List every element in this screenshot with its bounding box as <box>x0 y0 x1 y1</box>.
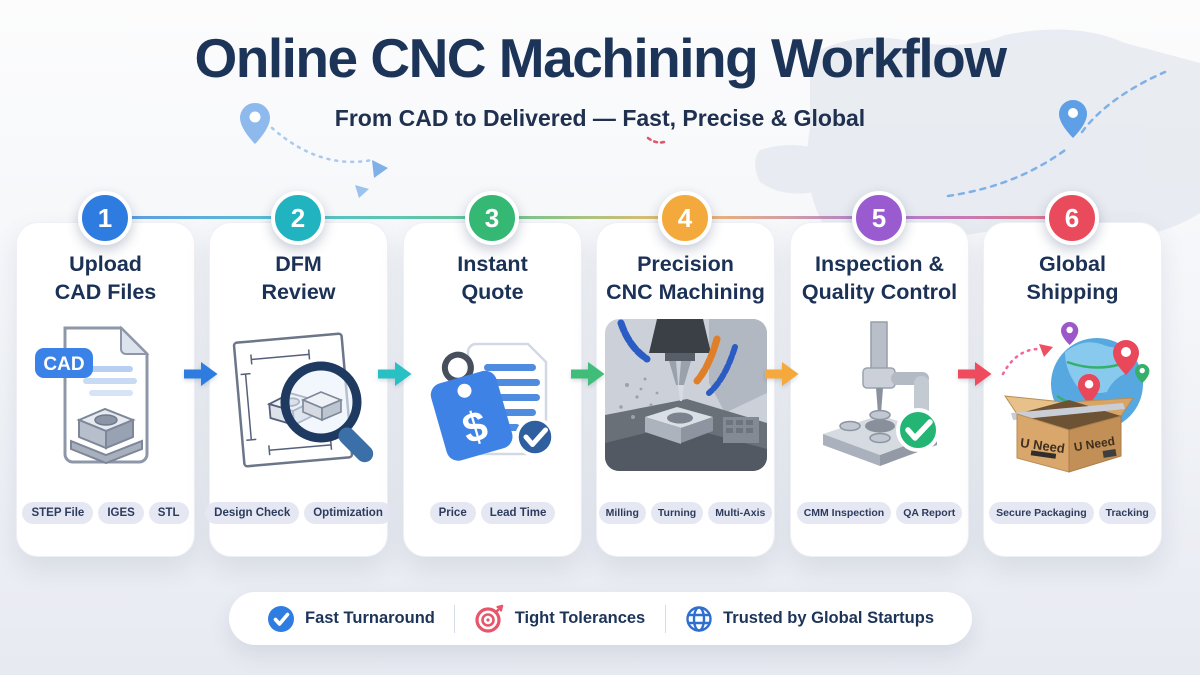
instant-quote-illustration: $ <box>430 342 555 461</box>
flow-arrow-icon <box>958 362 992 386</box>
page-subtitle: From CAD to Delivered — Fast, Precise & … <box>334 105 866 131</box>
box-label-right: U Need <box>1072 434 1115 454</box>
cad-badge: CAD <box>43 354 84 375</box>
cnc-machining-illustration <box>604 319 767 472</box>
flow-arrow-icon <box>378 362 412 386</box>
tag-pill: IGES <box>98 502 144 524</box>
flow-arrow-icon <box>184 362 218 386</box>
timeline-connector <box>104 216 1074 219</box>
workpiece <box>644 407 713 445</box>
globe-icon <box>686 605 712 632</box>
step-card-inspection-qc: Inspection &Quality Control CMM Inspect <box>790 222 969 557</box>
page-title: Online CNC Machining Workflow <box>194 27 1007 89</box>
tag-pill: Lead Time <box>480 502 556 524</box>
tag-pill: Secure Packaging <box>989 502 1094 524</box>
step-number-badge-3: 3 <box>465 191 519 245</box>
feature-trusted-global: Trusted by Global Startups <box>685 605 934 633</box>
tag-pill: STL <box>148 502 189 524</box>
tag-pill: CMM Inspection <box>796 502 892 524</box>
dfm-review-illustration <box>232 332 374 468</box>
step-title: Inspection &Quality Control <box>801 252 958 304</box>
tag-pill: Turning <box>650 502 704 524</box>
check-circle-icon <box>268 605 294 632</box>
divider <box>664 604 666 633</box>
cad-file-illustration: CAD <box>34 325 149 465</box>
location-pin-red-1 <box>1112 340 1139 376</box>
feature-fast-turnaround: Fast Turnaround <box>267 605 435 633</box>
tag-pill: Price <box>429 502 476 524</box>
tag-pill: STEP File <box>22 502 94 524</box>
feature-tight-tolerances: Tight Tolerances <box>475 604 645 634</box>
inspection-illustration <box>822 321 940 467</box>
step-number-badge-5: 5 <box>852 191 906 245</box>
price-tag: $ <box>430 351 513 461</box>
tag-pill: Tracking <box>1098 502 1156 524</box>
machined-part <box>69 407 143 465</box>
box-label-left: U Need <box>1019 435 1065 456</box>
location-pin-red-2 <box>1077 374 1100 404</box>
flow-arrow-icon <box>571 362 605 386</box>
target-icon <box>475 604 504 633</box>
tag-pill: Design Check <box>205 502 300 524</box>
feature-bar: Fast Turnaround Tight Tolerances Trusted… <box>229 592 972 645</box>
magnified-part <box>300 390 344 421</box>
step-number-badge-6: 6 <box>1045 191 1099 245</box>
step-number-badge-2: 2 <box>271 191 325 245</box>
divider <box>454 604 456 633</box>
location-pin-purple <box>1060 322 1078 346</box>
tag-pill: Multi-Axis <box>708 502 773 524</box>
shipping-illustration: U Need U Need <box>1001 322 1149 473</box>
location-pin-green <box>1134 364 1149 384</box>
tag-pill: Milling <box>598 502 646 524</box>
step-number-badge-4: 4 <box>658 191 712 245</box>
shipping-box: U Need U Need <box>1003 395 1134 473</box>
tag-pill: Optimization <box>304 502 392 524</box>
flow-arrow-icon <box>765 362 799 386</box>
tag-pill: QA Report <box>896 502 963 524</box>
step-number-badge-1: 1 <box>78 191 132 245</box>
